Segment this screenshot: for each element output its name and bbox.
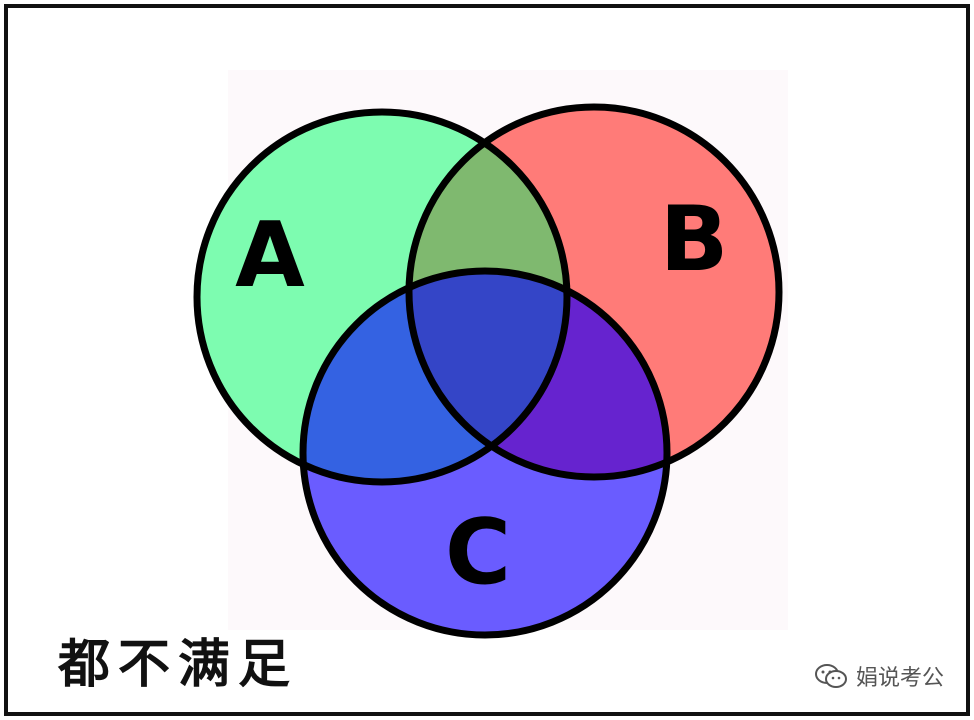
set-b-label: B xyxy=(660,187,729,292)
wechat-icon xyxy=(814,663,848,689)
set-a-label: A xyxy=(235,203,305,308)
set-a-outline xyxy=(193,108,571,486)
set-b-outline xyxy=(405,103,783,481)
watermark-text: 娟说考公 xyxy=(855,666,944,691)
watermark: 娟说考公 xyxy=(814,660,944,692)
set-c-outline xyxy=(299,267,671,639)
caption-text: 都不满足 xyxy=(58,635,299,695)
set-c-label: C xyxy=(445,500,511,605)
